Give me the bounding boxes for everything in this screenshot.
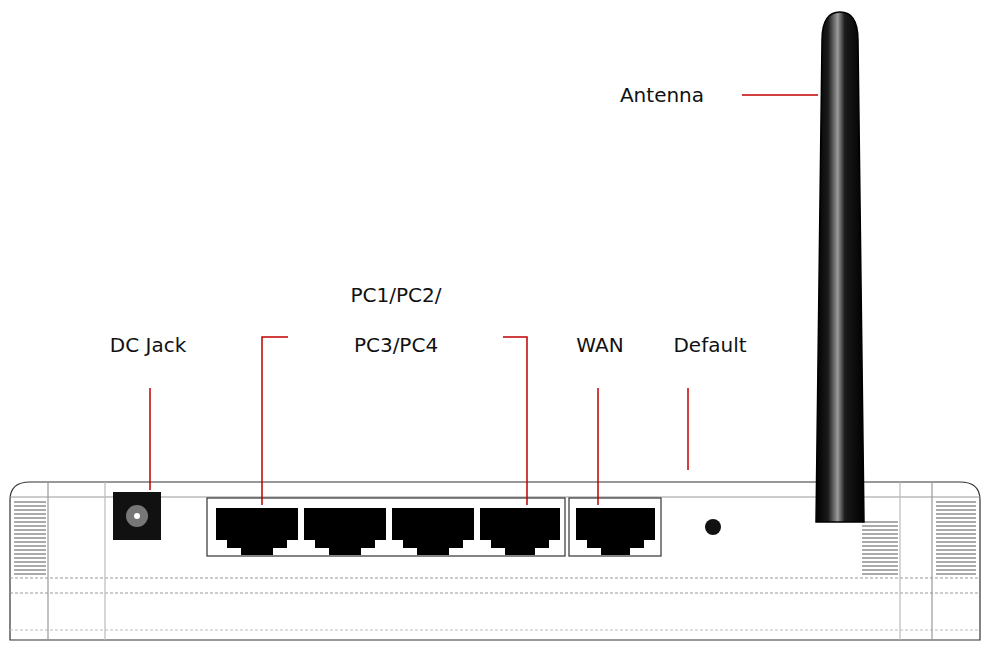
part-label: Default <box>660 330 760 360</box>
part-label: Antenna <box>592 80 732 110</box>
vent-slots <box>14 500 46 576</box>
leader-lines <box>150 95 818 505</box>
part-label: PC1/PC2/ PC3/PC4 <box>341 270 451 370</box>
reset-hole <box>705 519 721 535</box>
part-label: DC Jack <box>83 330 213 360</box>
lan-port-frame <box>207 498 565 556</box>
wan-port <box>576 508 655 555</box>
lan-ports <box>216 508 560 555</box>
vent-slots <box>862 520 898 575</box>
dc-jack <box>113 492 161 540</box>
antenna <box>816 12 864 522</box>
part-label: WAN <box>565 330 635 360</box>
wan-port-frame <box>569 498 661 556</box>
vent-slots <box>936 500 976 576</box>
